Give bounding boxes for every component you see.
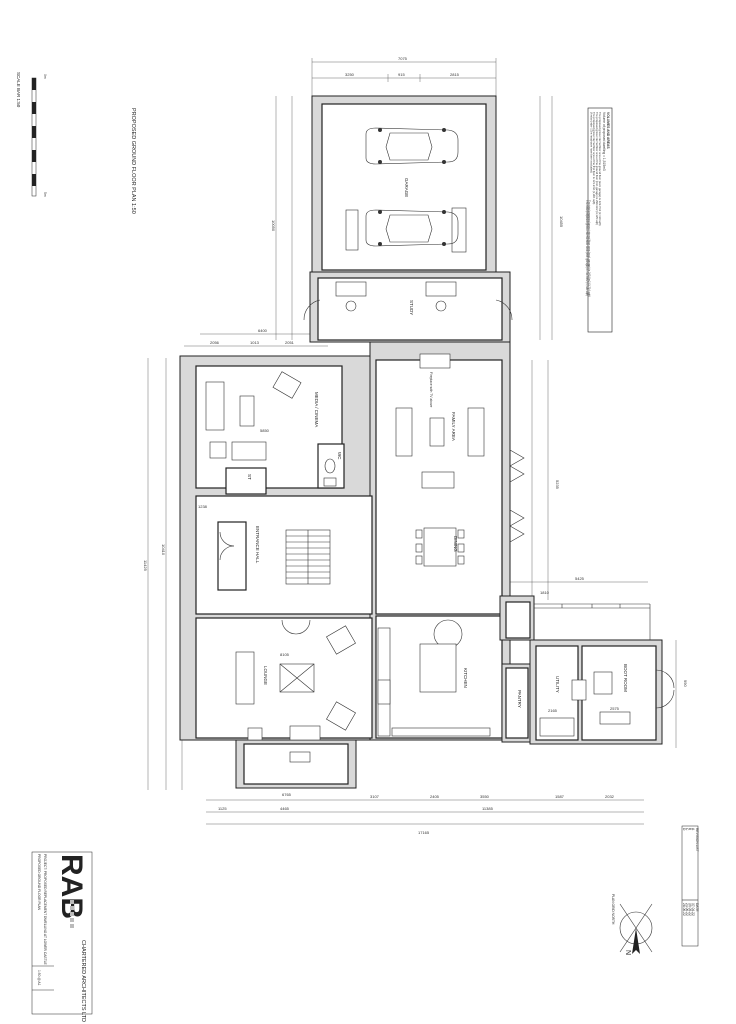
notes-line: The total proposed gross internal floor … [585, 200, 589, 296]
staircase [285, 529, 331, 585]
dim-d10: 8105 [280, 652, 290, 657]
notes-line: (Areas under 1.5m headroom have been exc… [590, 112, 594, 173]
revision-date: 24.06.22 [685, 903, 689, 916]
dim-d21: 2575 [610, 706, 620, 711]
entrance-hall: ENTRANCE HALL TV 1238 [195, 495, 390, 615]
notes-line: The proposed gross internal floor area o… [598, 112, 602, 226]
plan-title: PROPOSED GROUND FLOOR PLAN 1:50 [130, 108, 136, 214]
notes-line: The proposed gross internal floor area o… [592, 112, 596, 204]
bifold-doors [509, 449, 525, 543]
dim-d25: 10410 [161, 544, 166, 556]
dim-d14: 3107 [370, 794, 380, 799]
dim-garage-width: 7075 [398, 56, 408, 61]
dim-d12: 4465 [280, 806, 290, 811]
dim-d7: 2051 [285, 340, 295, 345]
north-label: N [624, 950, 631, 955]
revision-date: 09.05.22 [688, 903, 692, 916]
wc: WC [317, 443, 345, 489]
dim-d4: 6400 [258, 328, 268, 333]
store: ST [225, 467, 267, 495]
dim-d3: 2815 [450, 72, 460, 77]
plan-grid-north-label: PLAN GRID NORTH [611, 894, 615, 925]
north-arrow: N PLAN GRID NORTH [611, 894, 653, 955]
room-label-pantry: PANTRY [517, 690, 522, 708]
revision-date-heading: DATE [695, 903, 699, 912]
pantry: PANTRY [501, 663, 533, 743]
dim-d26: 11425 [143, 560, 148, 572]
revision-item: D [682, 828, 686, 831]
room-label-utility: UTILITY [555, 676, 560, 693]
drawing-scale: 1:50 @ A1 [37, 970, 41, 986]
scale-bar-end: 5m [43, 192, 47, 197]
room-label-study: STUDY [409, 300, 414, 315]
room-label-kitchen: KITCHEN [463, 668, 468, 688]
car [365, 127, 459, 165]
dim-d18: 2032 [605, 794, 615, 799]
dim-d27: 990 [683, 680, 688, 687]
dim-garage-depth: 10050 [271, 220, 276, 232]
revision-item: C [685, 828, 689, 831]
room-label-family: FAMILY AREA [451, 412, 456, 441]
study: STUDY [303, 271, 513, 343]
dim-d2: 915 [398, 72, 405, 77]
revision-date: 07.04.22 [691, 903, 695, 916]
dim-d17: 1587 [555, 794, 565, 799]
dim-d9: 1238 [198, 504, 208, 509]
dim-d13: 1125 [218, 806, 227, 811]
room-label-dining: DINING [453, 536, 458, 552]
room-label-boot: BOOT ROOM [623, 664, 628, 692]
room-label-garage: GARAGE [404, 178, 409, 197]
revision-table: REVISION LIST DATE A B C D 07.04.22 09.0… [681, 825, 699, 947]
notes-heading: VOLUMES AND AREAS [606, 112, 610, 149]
dim-d5: 2056 [210, 340, 220, 345]
annex: UTILITY BOOT ROOM 2575 2165 1810 [499, 590, 675, 745]
room-label-hall: ENTRANCE HALL [255, 526, 260, 564]
dim-d15: 2405 [430, 794, 440, 799]
notes-line: The total proposed gross internal floor … [588, 200, 592, 297]
dining: DINING [415, 527, 465, 567]
family-area: Fireplace with TV above FAMILY AREA [375, 353, 503, 615]
dim-right-width: 11385 [482, 806, 494, 811]
revision-item: A [691, 828, 695, 831]
title-block: RAB CHARTERED ARCHITECTS LTD PROJECT: PR… [31, 851, 93, 1022]
room-label-wc: WC [337, 452, 342, 460]
revision-date: 28.06.22 [682, 903, 686, 916]
scale-bar-start: 0m [43, 74, 47, 79]
drawing-name: PROPOSED GROUND FLOOR PLAN [37, 854, 41, 911]
dim-d24: 10455 [559, 216, 564, 228]
dim-d19: 5235 [555, 480, 560, 490]
dim-d11: 6765 [282, 792, 292, 797]
garage: GARAGE [311, 95, 497, 273]
dim-d22: 2165 [548, 708, 558, 713]
scale-bar-label: SCALE BAR 1:50 [16, 72, 21, 108]
dim-d6: 1013 [250, 340, 260, 345]
dim-d1: 3250 [345, 72, 355, 77]
room-label-media: MEDIA / CINEMA [314, 392, 319, 427]
company-name: CHARTERED ARCHITECTS LTD [80, 940, 86, 1022]
notes-line: The proposed gross internal floor area o… [595, 112, 599, 225]
project-name: PROJECT: PROPOSED REPLACEMENT DWELLING A… [43, 854, 47, 965]
lounge: LOUNGE 8105 [195, 617, 373, 741]
areas-notes-box: VOLUMES AND AREAS Volume of proposed dwe… [585, 107, 613, 333]
room-label-lounge: LOUNGE [263, 666, 268, 685]
car [365, 209, 459, 247]
revision-heading: REVISION LIST [695, 828, 699, 852]
scale-bar: 0m 5m SCALE BAR 1:50 [16, 72, 47, 197]
dim-d20: 5425 [575, 576, 585, 581]
revision-item: B [688, 828, 692, 831]
dim-d16: 3550 [480, 794, 490, 799]
room-label-fireplace: Fireplace with TV above [429, 372, 433, 407]
media-room: MEDIA / CINEMA 5850 [195, 365, 343, 489]
notes-subheading: Volume of proposed dwelling = 1,515m3 [602, 112, 606, 171]
lounge-bay: 6765 [243, 743, 349, 797]
dim-d23: 1810 [540, 590, 550, 595]
dim-total-width: 17165 [418, 830, 430, 835]
room-label-st: ST [247, 474, 252, 480]
dim-d8: 5850 [260, 428, 270, 433]
kitchen: KITCHEN [375, 615, 503, 739]
